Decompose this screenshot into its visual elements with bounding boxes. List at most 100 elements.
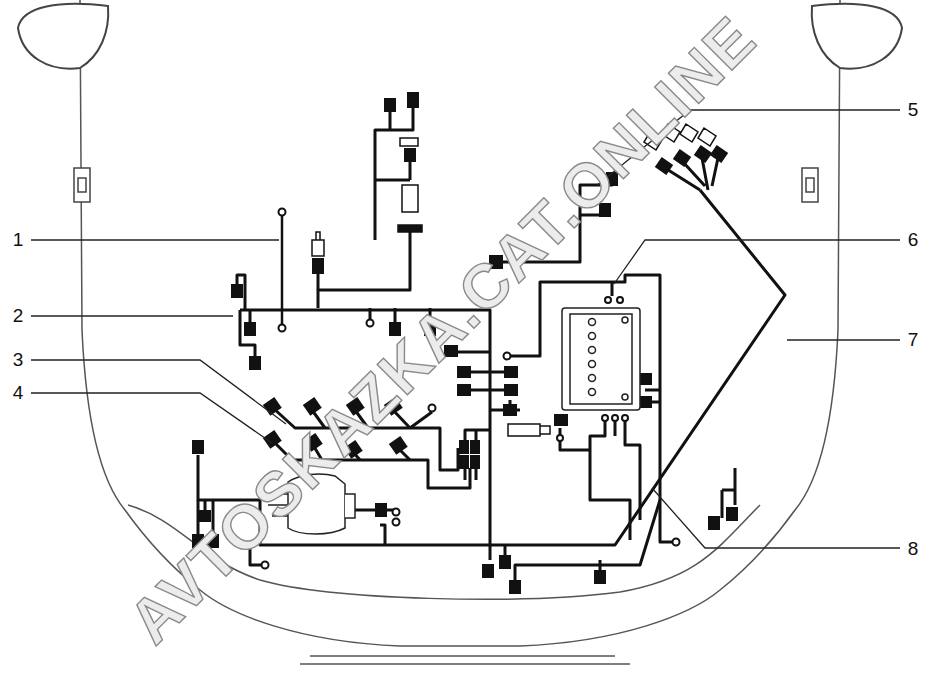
connector (244, 322, 256, 336)
connector (389, 436, 408, 455)
ring-terminal (602, 415, 608, 421)
connector (509, 580, 521, 594)
car-body (300, 663, 630, 665)
connector (249, 356, 261, 370)
ring-terminal (557, 435, 563, 441)
headlight (18, 4, 902, 69)
battery (622, 394, 628, 400)
leader-line (787, 339, 900, 340)
battery (589, 333, 596, 340)
ring-terminal (393, 519, 400, 526)
battery (562, 308, 640, 410)
plug-end (398, 225, 422, 232)
connector (384, 98, 396, 112)
connector (407, 92, 419, 108)
wire (455, 352, 506, 410)
connector (554, 414, 568, 426)
plug-end (402, 185, 418, 212)
car-body (80, 0, 840, 664)
battery (589, 347, 596, 354)
leader-line (31, 239, 279, 240)
watermark: AVTOSKAZKA.CAT.ONLINE (116, 3, 769, 656)
leader-line (31, 315, 233, 316)
connector (504, 384, 518, 396)
wire (560, 428, 590, 450)
connector (457, 366, 471, 378)
callout-number: 3 (13, 350, 24, 371)
ecu-block (345, 494, 355, 518)
ring-terminal (504, 353, 511, 360)
plug-end (312, 232, 324, 256)
connector (499, 555, 511, 569)
callout-number: 5 (908, 100, 919, 121)
callout-number: 8 (908, 539, 919, 560)
wire (409, 160, 412, 180)
wire (490, 500, 660, 585)
callout-number: 7 (908, 330, 919, 351)
ring-terminal (605, 297, 611, 303)
ring-terminal (429, 405, 436, 412)
wire (240, 310, 255, 358)
callout-number: 6 (908, 230, 919, 251)
connector (457, 384, 471, 396)
ring-terminal (673, 539, 680, 546)
battery (589, 319, 596, 326)
connector (459, 455, 469, 469)
wire (600, 468, 735, 575)
connector (263, 397, 282, 416)
wire (318, 230, 410, 308)
connector (708, 516, 720, 530)
ring-terminal (279, 325, 286, 332)
callout-number: 1 (13, 230, 24, 251)
plug-end (508, 424, 550, 436)
callout-number: 4 (13, 383, 24, 404)
wire (590, 418, 640, 540)
battery (562, 308, 640, 410)
connector (459, 440, 469, 454)
connector (312, 258, 324, 274)
leader-line (652, 488, 900, 548)
car-body (310, 655, 615, 657)
battery (589, 375, 596, 382)
callout-number: 2 (13, 306, 24, 327)
connector (192, 440, 204, 454)
leader-line (31, 393, 272, 443)
leader-line (31, 360, 286, 424)
battery (589, 361, 596, 368)
headlight (18, 4, 108, 69)
ring-terminal (393, 509, 400, 516)
ring-terminal (622, 415, 628, 421)
battery (589, 389, 596, 396)
wire (375, 108, 413, 240)
ring-terminal (617, 297, 623, 303)
connector (470, 455, 480, 469)
wire (510, 275, 660, 535)
mirror (74, 168, 90, 202)
battery (570, 314, 632, 404)
connector (504, 366, 518, 378)
connector (404, 148, 416, 162)
battery (622, 317, 628, 323)
connector (503, 404, 517, 416)
plug-end (400, 138, 418, 146)
connector (375, 503, 387, 517)
headlight (812, 4, 902, 69)
connector (470, 440, 480, 454)
connector (726, 507, 738, 521)
wire (281, 215, 284, 325)
wire (665, 158, 718, 190)
connector (231, 284, 243, 298)
connector (594, 570, 606, 584)
mirror (802, 168, 818, 202)
connector (482, 564, 494, 578)
ring-terminal (612, 415, 618, 421)
connector (694, 145, 712, 163)
ring-terminal (279, 209, 286, 216)
wire (660, 535, 672, 542)
ring-terminal (367, 320, 374, 327)
connector (673, 149, 691, 167)
leader-line (614, 240, 900, 284)
connector (710, 145, 728, 163)
